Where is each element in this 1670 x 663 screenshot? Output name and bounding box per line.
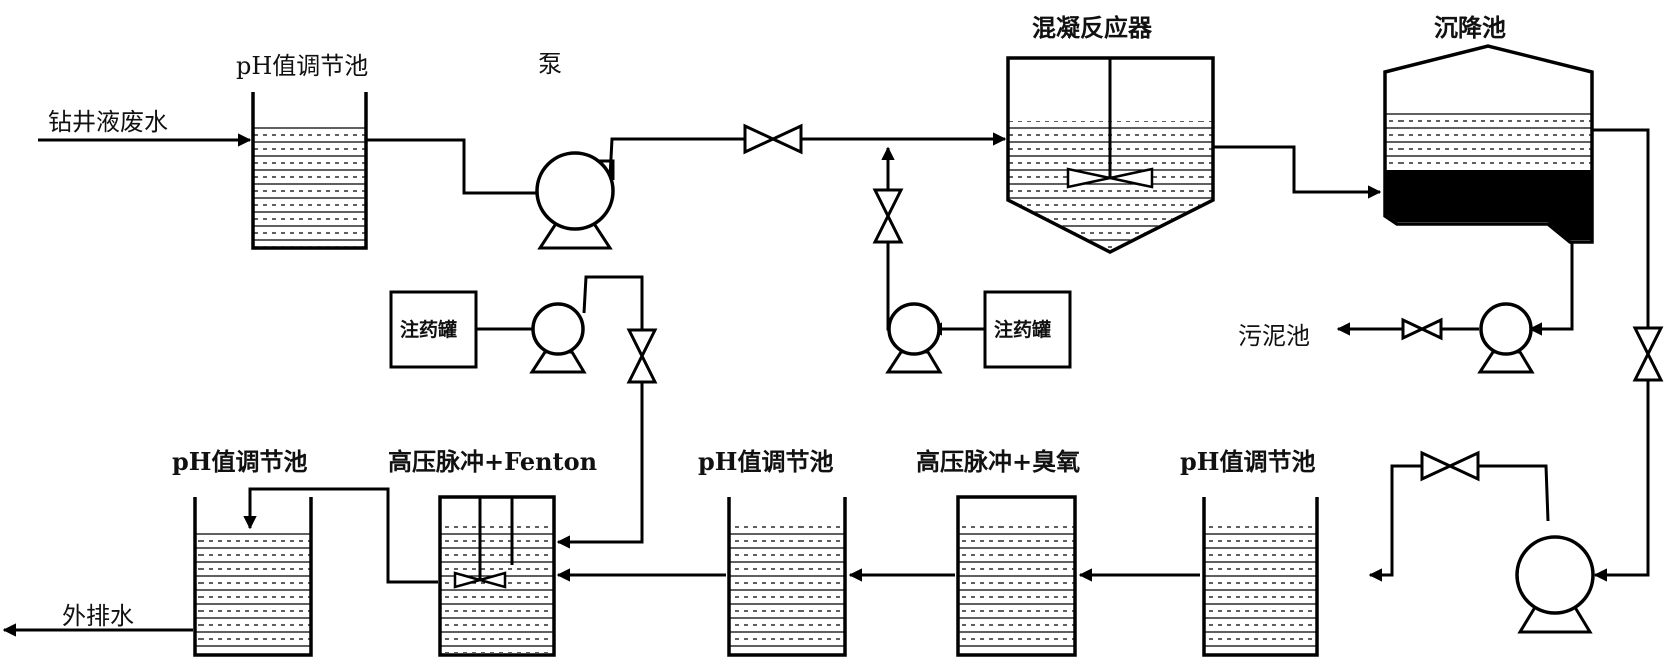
valve-main[interactable] xyxy=(743,123,803,155)
valve-pump3[interactable] xyxy=(1420,450,1480,482)
sludge-line xyxy=(1528,242,1574,336)
ph-tank-mid xyxy=(727,497,847,657)
ph-tank-final-label: pH值调节池 xyxy=(172,447,307,476)
coag-reactor-label: 混凝反应器 xyxy=(1032,13,1153,42)
pump-dosing-left[interactable] xyxy=(529,302,587,374)
dosing-tank-right: 注药罐 xyxy=(983,290,1072,369)
hv-pulse-fenton-label: 高压脉冲+Fenton xyxy=(388,447,597,476)
pipe-ph1-to-pump xyxy=(366,138,575,200)
hv-pulse-fenton-tank xyxy=(438,495,556,657)
valve-sludge[interactable] xyxy=(1401,317,1443,341)
pipe-pump3-to-ph-right xyxy=(1368,464,1550,582)
hv-pulse-ozone-tank xyxy=(956,495,1077,657)
pump-sludge[interactable] xyxy=(1477,302,1535,374)
inlet-label: 钻井液废水 xyxy=(48,108,168,136)
pump-dosing-right[interactable] xyxy=(885,302,943,374)
dosing-tank-right-label: 注药罐 xyxy=(994,318,1051,341)
sludge-tank-label: 污泥池 xyxy=(1238,322,1310,350)
pump-main-label: 泵 xyxy=(538,50,562,78)
dosing-tank-left-label: 注药罐 xyxy=(400,318,457,341)
pump-main[interactable] xyxy=(535,151,615,250)
dosing-line-left xyxy=(556,275,644,549)
outlet-label: 外排水 xyxy=(62,602,134,630)
hv-pulse-ozone-label: 高压脉冲+臭氧 xyxy=(916,447,1080,476)
ph-tank-1-label: pH值调节池 xyxy=(236,52,368,80)
pipe-coag-to-settle xyxy=(1213,145,1382,199)
pipe-pump-to-coag xyxy=(608,132,1007,178)
ph-tank-right-label: pH值调节池 xyxy=(1180,447,1315,476)
ph-tank-right xyxy=(1202,497,1319,657)
ph-tank-1 xyxy=(251,92,368,250)
settle-overflow-pipe xyxy=(1592,128,1650,582)
pump-secondary[interactable] xyxy=(1515,535,1595,634)
coag-reactor xyxy=(1006,56,1215,254)
ph-tank-mid-label: pH值调节池 xyxy=(698,447,833,476)
settling-tank-label: 沉降池 xyxy=(1434,13,1506,42)
valve-overflow[interactable] xyxy=(1632,326,1664,382)
settling-tank xyxy=(1383,44,1594,244)
valve-dosing-left[interactable] xyxy=(626,328,658,384)
ph-tank-final xyxy=(193,497,313,657)
valve-dosing-right[interactable] xyxy=(872,188,904,244)
dosing-tank-left: 注药罐 xyxy=(389,290,478,369)
pipe-fenton-to-ph-final xyxy=(243,487,438,584)
